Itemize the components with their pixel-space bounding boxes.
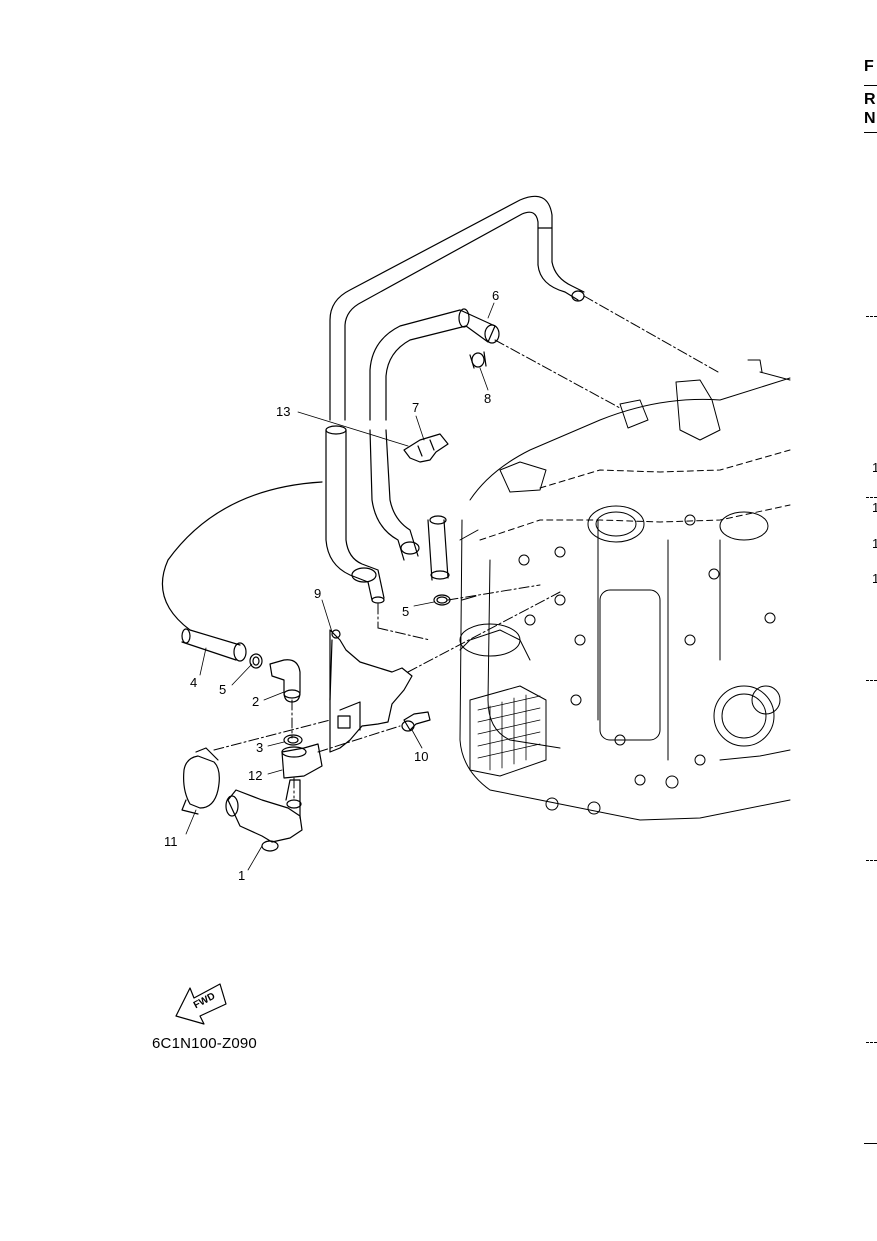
callout-9: 9	[314, 586, 321, 601]
callout-leaders	[185, 302, 495, 871]
bracket-9	[329, 629, 413, 753]
edge-dash-1	[866, 316, 877, 317]
engine-block	[459, 359, 791, 821]
part-code: 6C1N100-Z090	[152, 1035, 257, 1052]
callout-2: 2	[252, 694, 259, 709]
callout-13: 13	[276, 404, 290, 419]
grommet-3	[283, 734, 303, 746]
edge-number-2: 1	[872, 500, 877, 515]
hose-6	[369, 308, 500, 421]
hose-13	[325, 425, 385, 604]
callout-4: 4	[190, 675, 197, 690]
fwd-arrow	[175, 983, 227, 1025]
breather-hose-loop	[329, 195, 585, 421]
elbow-2	[269, 659, 301, 703]
edge-rule-2	[864, 132, 877, 133]
callout-5a: 5	[219, 682, 226, 697]
hose-4	[161, 481, 323, 662]
sensor-1	[225, 779, 303, 852]
edge-letter-f: F	[864, 58, 874, 75]
clamp-8	[469, 351, 487, 369]
edge-rule-1	[864, 85, 877, 86]
callout-6: 6	[492, 288, 499, 303]
edge-letter-r: R	[864, 91, 876, 108]
edge-dash-4	[866, 860, 877, 861]
callout-3: 3	[256, 740, 263, 755]
callout-12: 12	[248, 768, 262, 783]
bolt-10	[401, 711, 431, 732]
clamp-5a	[249, 653, 263, 669]
edge-number-4: 1	[872, 571, 877, 586]
holder-7	[403, 433, 449, 463]
callout-8: 8	[484, 391, 491, 406]
callout-11: 11	[164, 834, 178, 849]
holder-11	[181, 747, 220, 815]
grommet-12	[281, 743, 323, 779]
edge-rule-3	[864, 1143, 877, 1144]
callout-7: 7	[412, 400, 419, 415]
callout-1: 1	[238, 868, 245, 883]
assembly-leaders	[213, 295, 719, 799]
edge-letter-n: N	[864, 110, 876, 127]
callout-5b: 5	[402, 604, 409, 619]
edge-dash-2	[866, 497, 877, 498]
edge-dash-5	[866, 1042, 877, 1043]
callout-10: 10	[414, 749, 428, 764]
edge-number-3: 1	[872, 536, 877, 551]
edge-number-1: 1	[872, 460, 877, 475]
edge-dash-3	[866, 680, 877, 681]
hose-6-lower	[369, 429, 450, 581]
